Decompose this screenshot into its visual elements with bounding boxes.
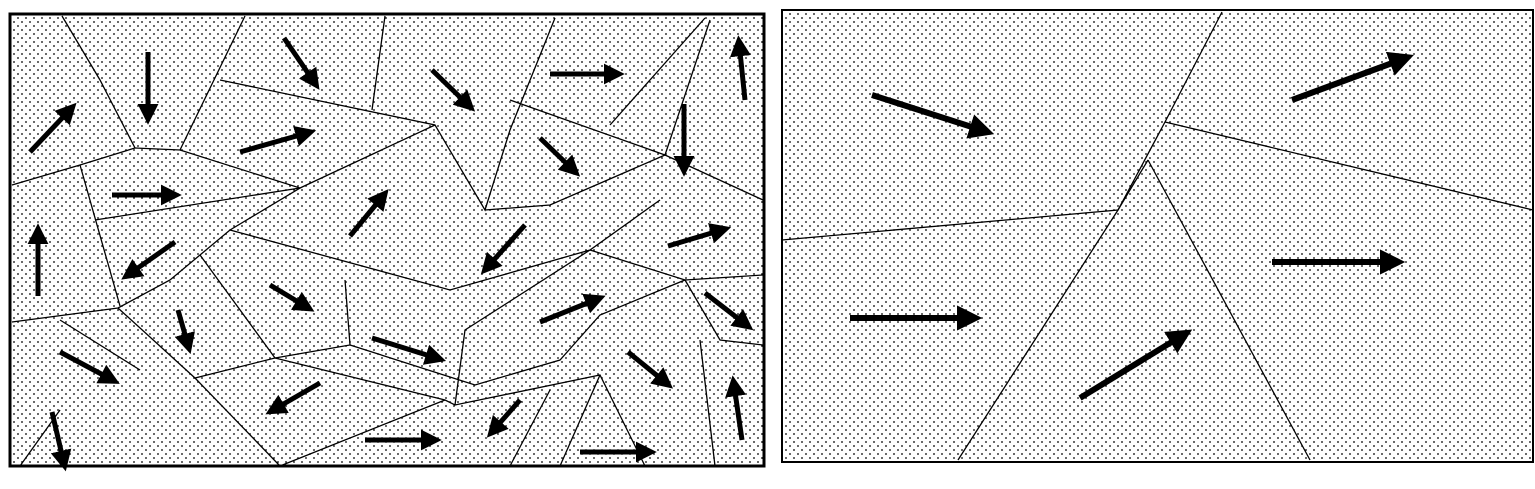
right-grain-boundaries (781, 11, 1534, 461)
right-panel-frame (781, 9, 1534, 463)
left-grain-boundaries (11, 15, 764, 467)
domain-arrow (348, 189, 389, 238)
domain-arrow (28, 102, 77, 154)
right-panel (781, 9, 1534, 463)
left-magnetization-arrows (27, 35, 754, 472)
domain-arrow (725, 375, 746, 441)
domain-arrow (1290, 51, 1414, 103)
domain-arrow (729, 35, 751, 101)
domain-arrow (480, 223, 527, 275)
domain-arrow (174, 309, 195, 355)
domain-arrow (430, 68, 476, 112)
domain-arrow (121, 239, 177, 280)
domain-arrow (538, 136, 581, 177)
domain-arrow (626, 350, 674, 389)
domain-arrow (239, 126, 317, 155)
domain-arrow (539, 293, 606, 325)
left-panel (8, 12, 766, 472)
domain-arrow (667, 223, 732, 249)
domain-arrow (281, 36, 320, 90)
domain-arrow (871, 92, 995, 139)
domain-arrow (486, 398, 522, 438)
domain-arrow (265, 380, 322, 415)
domain-arrow (268, 282, 315, 312)
domain-arrow (703, 291, 754, 331)
domain-arrow (58, 349, 120, 384)
domain-arrow (1078, 329, 1193, 401)
right-magnetization-arrows (850, 51, 1414, 401)
domain-arrow (49, 411, 72, 472)
left-panel-frame (8, 12, 766, 468)
domain-arrow (371, 335, 447, 365)
